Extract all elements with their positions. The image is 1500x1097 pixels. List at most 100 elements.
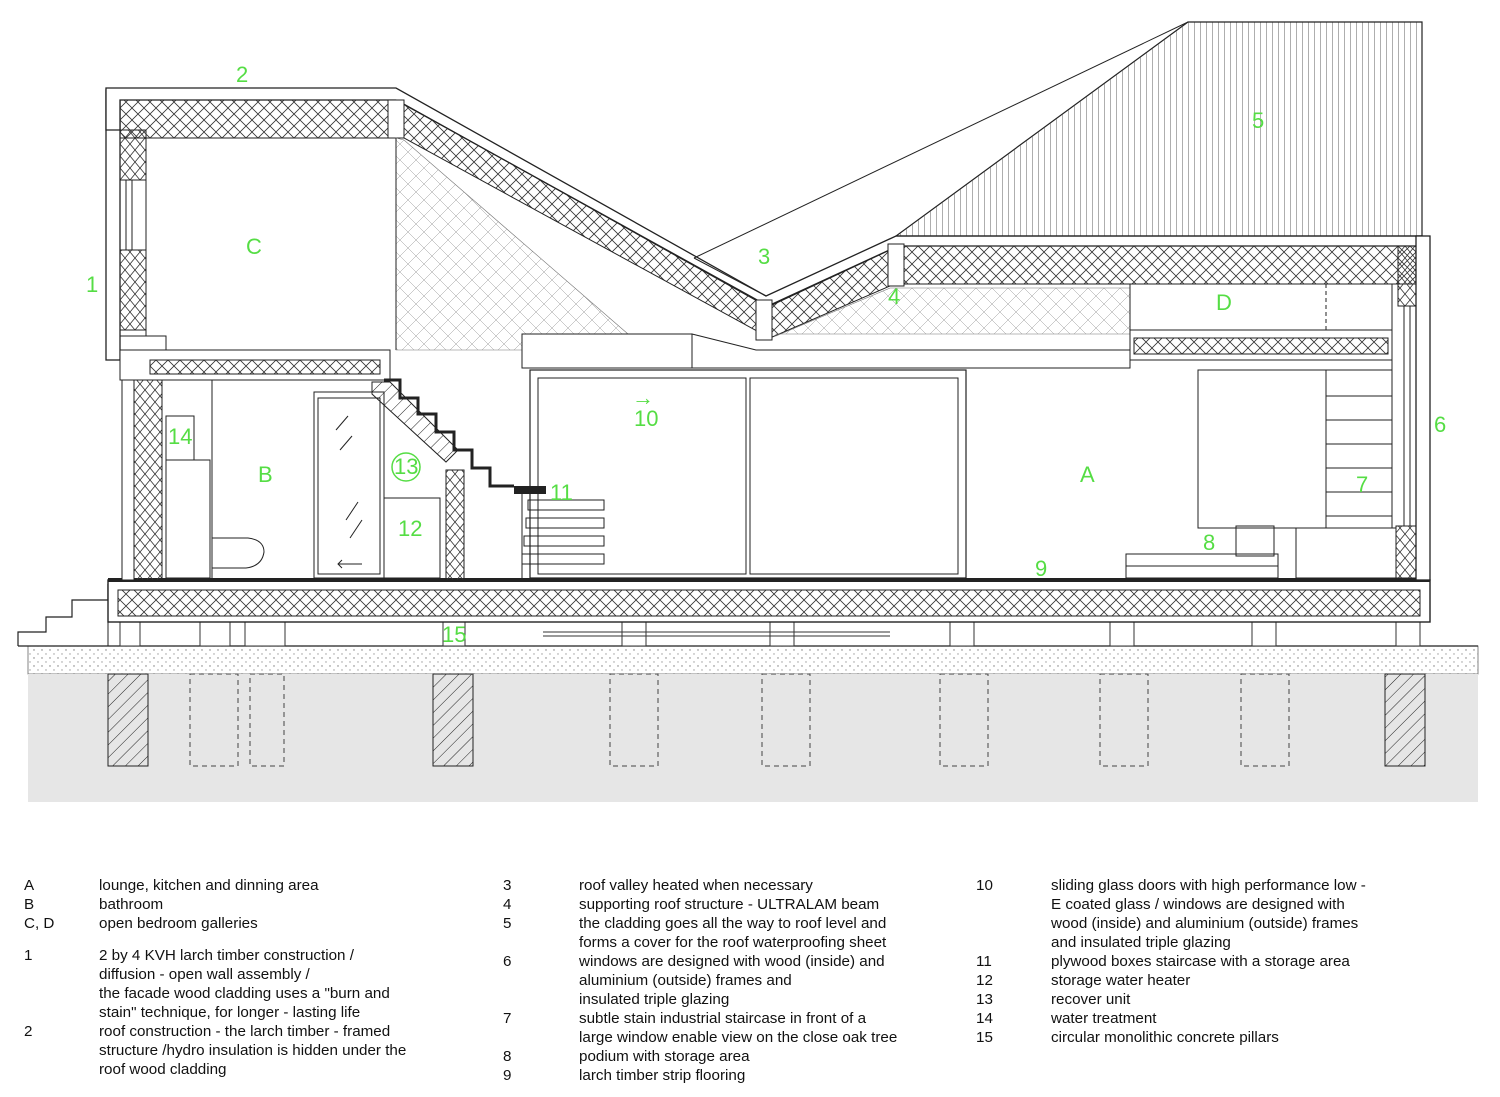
legend-text: windows are designed with wood (inside) …	[579, 952, 943, 1009]
legend-entry: 13 recover unit	[976, 990, 1396, 1009]
legend-text: podium with storage area	[579, 1047, 943, 1066]
legend-line: 2 by 4 KVH larch timber construction /	[99, 947, 354, 964]
legend-line: circular monolithic concrete pillars	[1051, 1029, 1279, 1046]
legend-line: and insulated triple glazing	[1051, 934, 1231, 951]
legend-key: 7	[503, 1010, 512, 1027]
roof-assembly	[105, 87, 1423, 341]
legend-key: 13	[976, 991, 993, 1008]
ground-surface-layer	[27, 645, 1479, 675]
legend-text: water treatment	[1051, 1009, 1396, 1028]
legend-entry: 7 subtle stain industrial staircase in fr…	[503, 1009, 943, 1047]
legend-key: 4	[503, 896, 512, 913]
legend-key: 8	[503, 1048, 512, 1065]
gallery-d	[1129, 284, 1393, 530]
room-label-b: B	[258, 462, 273, 487]
legend-text: storage water heater	[1051, 971, 1396, 990]
legend-line: insulated triple glazing	[579, 991, 730, 1008]
callout-4: 4	[888, 284, 900, 309]
callout-12: 12	[398, 516, 422, 541]
legend-line: roof valley heated when necessary	[579, 877, 813, 894]
pillar	[107, 673, 149, 767]
room-label-d: D	[1216, 290, 1232, 315]
legend-key: 1	[24, 947, 33, 964]
legend-text: open bedroom galleries	[99, 914, 464, 933]
room-label-c: C	[246, 234, 262, 259]
callout-15: 15	[442, 622, 466, 647]
callout-3: 3	[758, 244, 770, 269]
legend-key: 6	[503, 953, 512, 970]
legend-line: windows are designed with wood (inside) …	[579, 953, 885, 970]
legend-line: lounge, kitchen and dinning area	[99, 877, 319, 894]
legend-key: B	[24, 896, 35, 913]
concrete-pillars	[107, 621, 1426, 767]
legend-entry: 6 windows are designed with wood (inside)…	[503, 952, 943, 1009]
callout-13-circle	[391, 452, 421, 482]
legend-text: roof valley heated when necessary	[579, 876, 943, 895]
legend-line: roof construction - the larch timber - f…	[99, 1023, 391, 1040]
legend-key: 9	[503, 1067, 512, 1084]
legend-text: bathroom	[99, 895, 464, 914]
legend-line: E coated glass / windows are designed wi…	[1051, 896, 1345, 913]
legend-line: water treatment	[1051, 1010, 1157, 1027]
pillar	[939, 673, 989, 767]
legend-entry: 3 roof valley heated when necessary	[503, 876, 943, 895]
callouts: 1 2 3 4 5 6 7 8 9 10 → 11 12 13 14 15 A …	[86, 62, 1446, 647]
callout-13: 13	[394, 454, 418, 479]
legend-key: 14	[976, 1010, 993, 1027]
legend-line: stain" technique, for longer - lasting l…	[99, 1004, 361, 1021]
legend-key: 2	[24, 1023, 33, 1040]
room-label-a: A	[1080, 462, 1095, 487]
callout-6: 6	[1434, 412, 1446, 437]
legend-line: podium with storage area	[579, 1048, 750, 1065]
legend-entry: 14 water treatment	[976, 1009, 1396, 1028]
section-drawing: 1 2 3 4 5 6 7 8 9 10 → 11 12 13 14 15 A …	[17, 21, 1479, 802]
legend-entry: 12 storage water heater	[976, 971, 1396, 990]
legend-text: roof construction - the larch timber - f…	[99, 1022, 464, 1079]
left-wall	[105, 89, 167, 581]
legend-text: recover unit	[1051, 990, 1396, 1009]
pillar	[189, 673, 239, 767]
legend-line: large window enable view on the close oa…	[579, 1029, 898, 1046]
legend-line: plywood boxes staircase with a storage a…	[1051, 953, 1350, 970]
sliding-doors	[521, 333, 1131, 579]
callout-14: 14	[168, 424, 192, 449]
legend-text: circular monolithic concrete pillars	[1051, 1028, 1396, 1047]
legend-text: sliding glass doors with high performanc…	[1051, 876, 1396, 952]
legend-line: open bedroom galleries	[99, 915, 258, 932]
legend-key: A	[24, 877, 35, 894]
callout-8: 8	[1203, 530, 1215, 555]
pillar	[1240, 673, 1290, 767]
legend-text: plywood boxes staircase with a storage a…	[1051, 952, 1396, 971]
legend-text: the cladding goes all the way to roof le…	[579, 914, 943, 952]
ground	[18, 645, 1479, 802]
legend-entry: 8 podium with storage area	[503, 1047, 943, 1066]
legend-line: roof wood cladding	[99, 1061, 227, 1078]
legend-line: larch timber strip flooring	[579, 1067, 746, 1084]
bathroom-partition	[165, 380, 465, 581]
pillar	[609, 673, 659, 767]
legend-text: supporting roof structure - ULTRALAM bea…	[579, 895, 943, 914]
callout-7: 7	[1356, 472, 1368, 497]
floor-slab	[107, 578, 1431, 623]
legend-key: 15	[976, 1029, 993, 1046]
legend-key: 12	[976, 972, 993, 989]
legend-entry: 15 circular monolithic concrete pillars	[976, 1028, 1396, 1047]
pillar	[432, 673, 474, 767]
legend-line: supporting roof structure - ULTRALAM bea…	[579, 896, 880, 913]
callout-2: 2	[236, 62, 248, 87]
callout-1: 1	[86, 272, 98, 297]
legend-line: subtle stain industrial staircase in fro…	[579, 1010, 867, 1027]
legend-key: 3	[503, 877, 512, 894]
legend-line: wood (inside) and aluminium (outside) fr…	[1051, 915, 1359, 932]
legend-line: bathroom	[99, 896, 164, 913]
callout-11: 11	[550, 480, 573, 505]
legend-text: subtle stain industrial staircase in fro…	[579, 1009, 943, 1047]
legend-key: C, D	[24, 915, 55, 932]
